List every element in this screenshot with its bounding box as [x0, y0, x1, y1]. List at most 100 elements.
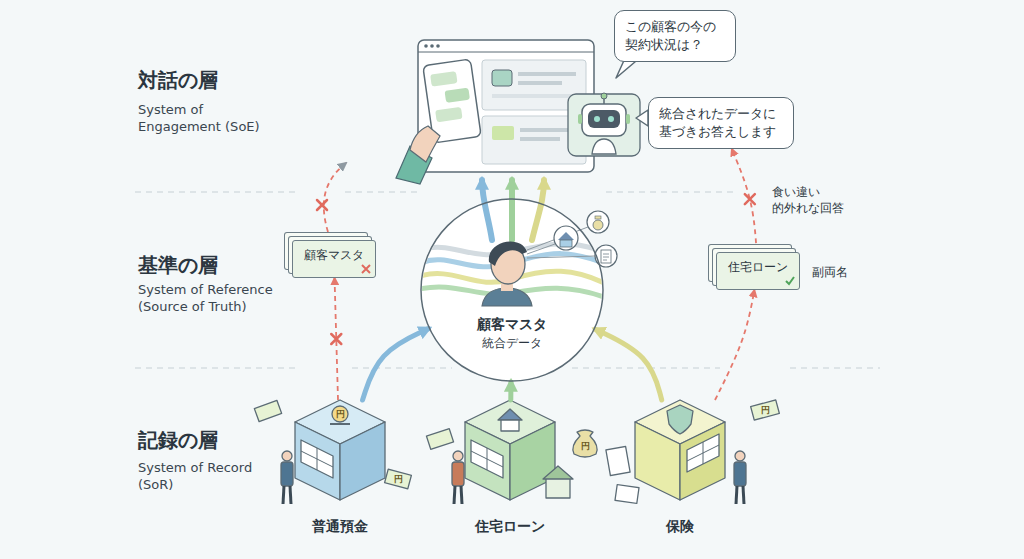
link-lines [527, 256, 595, 258]
deposit-cube: 普通預金 [280, 400, 400, 540]
layer-divider [352, 367, 452, 368]
layer-divider [790, 367, 880, 368]
ungrounded-arrow [317, 163, 346, 232]
layer-heading: 対話の層 [138, 67, 218, 93]
browser-window [520, 137, 560, 141]
house-icon [554, 226, 578, 250]
deposit-cube-art [340, 422, 385, 500]
hand-with-phone [430, 71, 457, 87]
deposit-cube-art [295, 422, 340, 500]
browser-window [518, 81, 562, 85]
question-bubble: この顧客の今の 契約状況は？ [614, 10, 736, 62]
loan-cube-art [426, 400, 597, 504]
layer-subtitle: System of Record (SoR) [138, 459, 263, 493]
insurance-cube-art [606, 400, 779, 504]
loan-cube-art [471, 451, 503, 467]
link-lines [527, 244, 555, 254]
document-icon [603, 257, 609, 258]
answer-bubble-tail [636, 110, 648, 126]
deposit-cube-art [330, 423, 350, 425]
error-mark [361, 264, 371, 274]
edge-label: 食い違い 的外れな回答 [770, 183, 854, 217]
deposit-cube-text: 普通預金 [280, 516, 400, 536]
output-arrows [482, 180, 544, 240]
house-icon [554, 226, 578, 250]
deposit-cube-art [332, 406, 348, 422]
loan-cube-art [543, 466, 573, 479]
loan-cube-art [452, 462, 464, 486]
master-circle-text: 顧客マスタ [420, 314, 604, 334]
layer-subtitle: System of Engagement (SoE) [138, 101, 288, 135]
ungrounded-arrow [317, 200, 327, 210]
insurance-cube-art [635, 422, 680, 500]
circle-outline [420, 198, 604, 382]
error-mark [362, 265, 370, 273]
deposit-cube-art [301, 440, 333, 478]
master-card: 顧客マスタ [292, 240, 376, 278]
output-arrows [532, 180, 544, 240]
browser-window [424, 44, 428, 48]
money-bag-icon [595, 216, 601, 219]
layer-divider [135, 367, 300, 368]
layer-divider [135, 191, 300, 192]
data-flow-arrow [595, 329, 662, 400]
master-circle-text: 統合データ [420, 334, 604, 352]
layer-divider [606, 191, 738, 192]
ungrounded-arrow [317, 200, 327, 210]
check-mark [786, 277, 794, 284]
data-flow-arrow [508, 382, 513, 400]
loan-cube-art [454, 486, 455, 504]
browser-window [492, 94, 576, 98]
insurance-cube-art [615, 485, 639, 504]
deposit-cube-art [301, 451, 333, 467]
insurance-cube-text: 保険 [620, 516, 740, 536]
layer-heading: 記録の層 [138, 427, 218, 453]
browser-window [418, 52, 594, 53]
data-flow-arrow [363, 329, 429, 400]
master-circle: 顧客マスタ統合データ [420, 198, 604, 382]
layer-subtitle: System of Reference (Source of Truth) [138, 281, 288, 315]
browser-window [436, 44, 440, 48]
dashed-flow-arrow [732, 149, 757, 252]
answer-bubble-tail [636, 110, 648, 126]
insurance-cube-art [751, 400, 780, 420]
deposit-cube-art [282, 451, 292, 461]
customer-head [482, 241, 532, 306]
money-bag-icon [587, 211, 609, 233]
loan-cube-text: 住宅ローン [450, 516, 570, 536]
browser-window [430, 44, 434, 48]
insurance-cube-art [687, 434, 719, 472]
answer-bubble: 統合されたデータに 基づきお答えします [648, 97, 794, 149]
layer-heading: 基準の層 [138, 252, 218, 278]
deposit-cube-art [283, 486, 284, 504]
yen-mark: 円 [394, 474, 403, 484]
error-cross [745, 194, 755, 204]
circle-outline [421, 199, 603, 381]
document-icon [603, 254, 609, 255]
loan-cube-art [426, 429, 453, 450]
robot-icon [626, 114, 630, 124]
house-icon [558, 232, 574, 240]
side-note: 副両名 [812, 264, 848, 280]
hand-with-phone [445, 88, 470, 103]
insurance-cube: 保険 [620, 400, 740, 540]
layer-divider [345, 191, 420, 192]
data-flow-lines [420, 244, 604, 297]
browser-window [518, 72, 576, 76]
browser-window [492, 126, 514, 140]
loan-cube-art [453, 451, 463, 461]
insurance-cube-art [734, 462, 746, 486]
hand-with-phone [410, 126, 440, 162]
deposit-cube-art [281, 462, 293, 486]
loan-cube-art [498, 409, 522, 420]
robot-icon [592, 139, 616, 154]
output-arrows [482, 180, 492, 240]
ungrounded-arrow [324, 163, 346, 232]
error-cross [331, 334, 341, 344]
document-icon [595, 245, 617, 267]
insurance-cube-art [743, 486, 744, 504]
output-arrows [509, 180, 515, 240]
yen-mark: 円 [761, 405, 770, 415]
customer-head [489, 241, 527, 266]
